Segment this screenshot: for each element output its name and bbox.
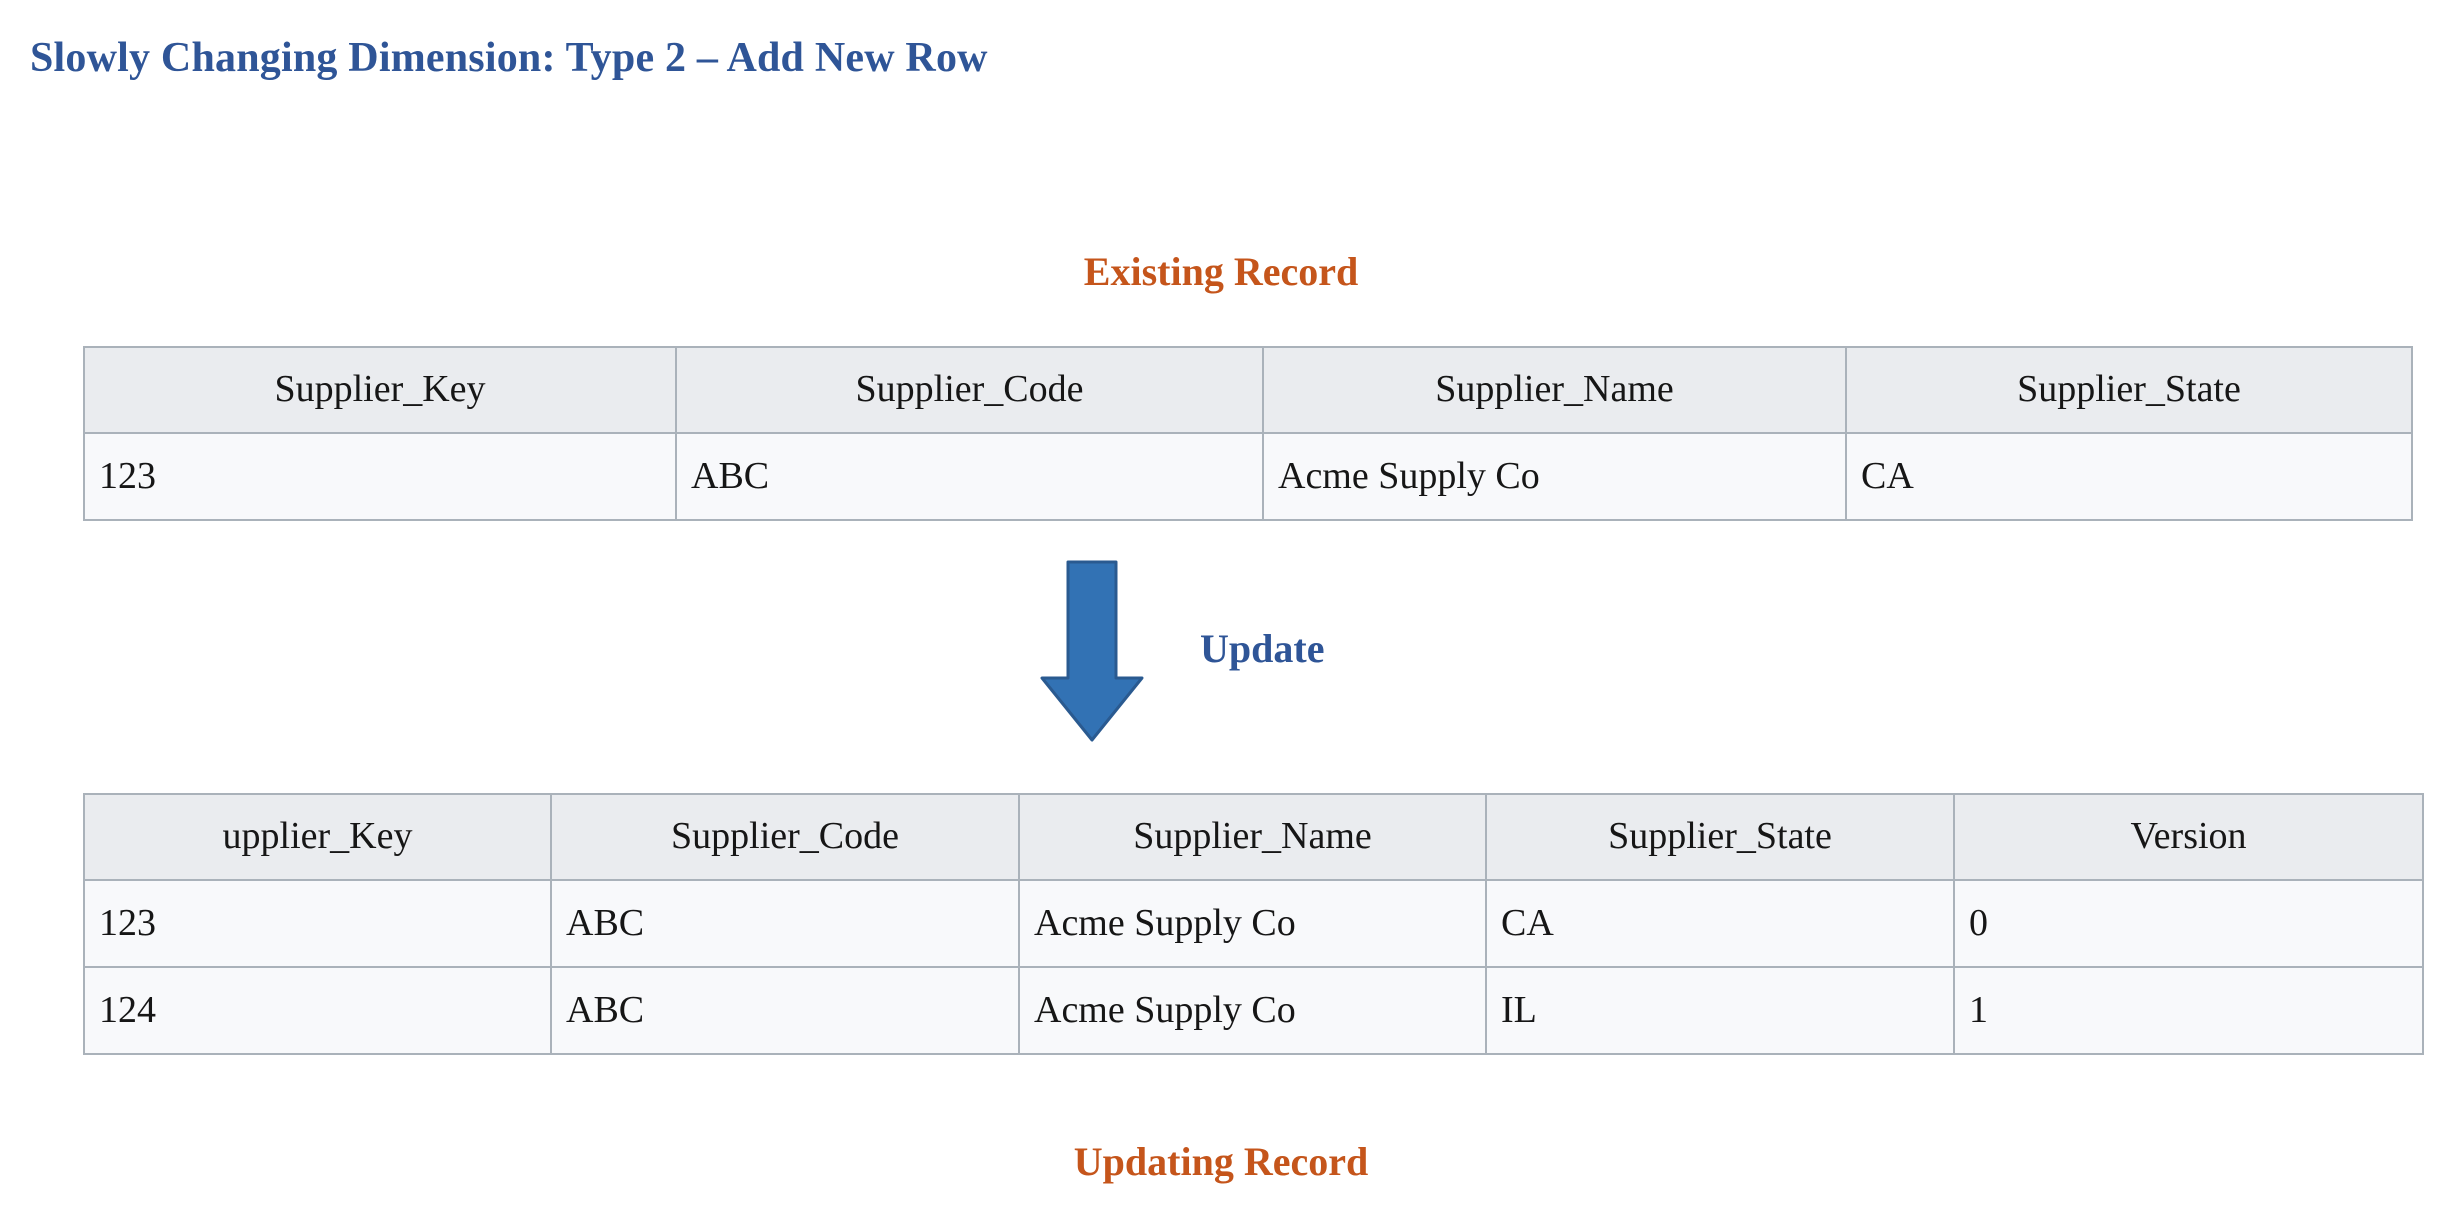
cell-supplier-state: IL bbox=[1485, 966, 1955, 1055]
cell-supplier-code: ABC bbox=[675, 432, 1264, 521]
cell-supplier-key: 124 bbox=[83, 966, 552, 1055]
column-header-supplier-code: Supplier_Code bbox=[675, 346, 1264, 434]
down-arrow-icon bbox=[1040, 560, 1144, 742]
cell-supplier-code: ABC bbox=[550, 966, 1020, 1055]
cell-supplier-code: ABC bbox=[550, 879, 1020, 968]
updating-record-caption: Updating Record bbox=[1073, 1139, 1369, 1184]
cell-supplier-name: Acme Supply Co bbox=[1018, 966, 1487, 1055]
cell-supplier-state: CA bbox=[1845, 432, 2413, 521]
update-label: Update bbox=[1200, 626, 1325, 671]
cell-supplier-state: CA bbox=[1485, 879, 1955, 968]
cell-version: 0 bbox=[1953, 879, 2424, 968]
existing-record-caption: Existing Record bbox=[1083, 249, 1359, 294]
cell-supplier-name: Acme Supply Co bbox=[1018, 879, 1487, 968]
cell-supplier-name: Acme Supply Co bbox=[1262, 432, 1847, 521]
existing-record-table: Supplier_Key Supplier_Code Supplier_Name… bbox=[83, 346, 2413, 521]
cell-supplier-key: 123 bbox=[83, 432, 677, 521]
column-header-supplier-state: Supplier_State bbox=[1485, 793, 1955, 881]
table-header-row: upplier_Key Supplier_Code Supplier_Name … bbox=[83, 793, 2424, 881]
page-title: Slowly Changing Dimension: Type 2 – Add … bbox=[30, 35, 988, 81]
column-header-supplier-key: upplier_Key bbox=[83, 793, 552, 881]
table-row: 123 ABC Acme Supply Co CA 0 bbox=[83, 879, 2424, 968]
table-row: 124 ABC Acme Supply Co IL 1 bbox=[83, 966, 2424, 1055]
table-header-row: Supplier_Key Supplier_Code Supplier_Name… bbox=[83, 346, 2413, 434]
column-header-version: Version bbox=[1953, 793, 2424, 881]
cell-version: 1 bbox=[1953, 966, 2424, 1055]
updating-record-table: upplier_Key Supplier_Code Supplier_Name … bbox=[83, 793, 2424, 1055]
column-header-supplier-state: Supplier_State bbox=[1845, 346, 2413, 434]
column-header-supplier-name: Supplier_Name bbox=[1018, 793, 1487, 881]
column-header-supplier-name: Supplier_Name bbox=[1262, 346, 1847, 434]
table-row: 123 ABC Acme Supply Co CA bbox=[83, 432, 2413, 521]
column-header-supplier-code: Supplier_Code bbox=[550, 793, 1020, 881]
column-header-supplier-key: Supplier_Key bbox=[83, 346, 677, 434]
cell-supplier-key: 123 bbox=[83, 879, 552, 968]
